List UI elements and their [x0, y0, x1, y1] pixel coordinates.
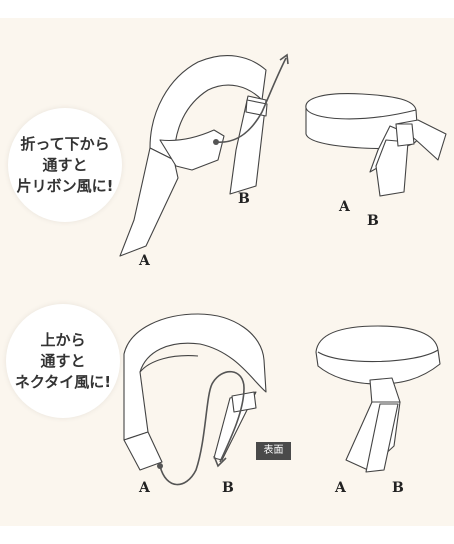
ribbon-step-scarf-illustration — [119, 53, 289, 257]
necktie-step-scarf-illustration — [123, 313, 267, 486]
end-label-a: A — [139, 253, 150, 269]
instruction-bubble-ribbon: 折って下から 通すと 片リボン風に! — [8, 108, 122, 222]
result-label-a: A — [335, 480, 346, 496]
surface-side-tag: 表面 — [256, 442, 291, 460]
instruction-line: 上から — [40, 330, 86, 349]
instruction-bubble-necktie: 上から 通すと ネクタイ風に! — [6, 304, 120, 418]
result-label-b: B — [392, 480, 404, 496]
instruction-line: 通すと — [40, 351, 86, 370]
result-label-a: A — [339, 199, 350, 215]
ribbon-result-illustration — [305, 93, 447, 197]
end-label-b: B — [222, 480, 234, 496]
end-label-b: B — [238, 191, 250, 207]
result-label-b: B — [367, 213, 379, 229]
instruction-line: 折って下から — [20, 134, 110, 153]
instruction-line: 片リボン風に! — [16, 176, 114, 195]
end-label-a: A — [139, 480, 150, 496]
necktie-result-illustration — [315, 325, 441, 473]
instruction-line: 通すと — [42, 155, 88, 174]
instruction-line: ネクタイ風に! — [14, 372, 112, 391]
